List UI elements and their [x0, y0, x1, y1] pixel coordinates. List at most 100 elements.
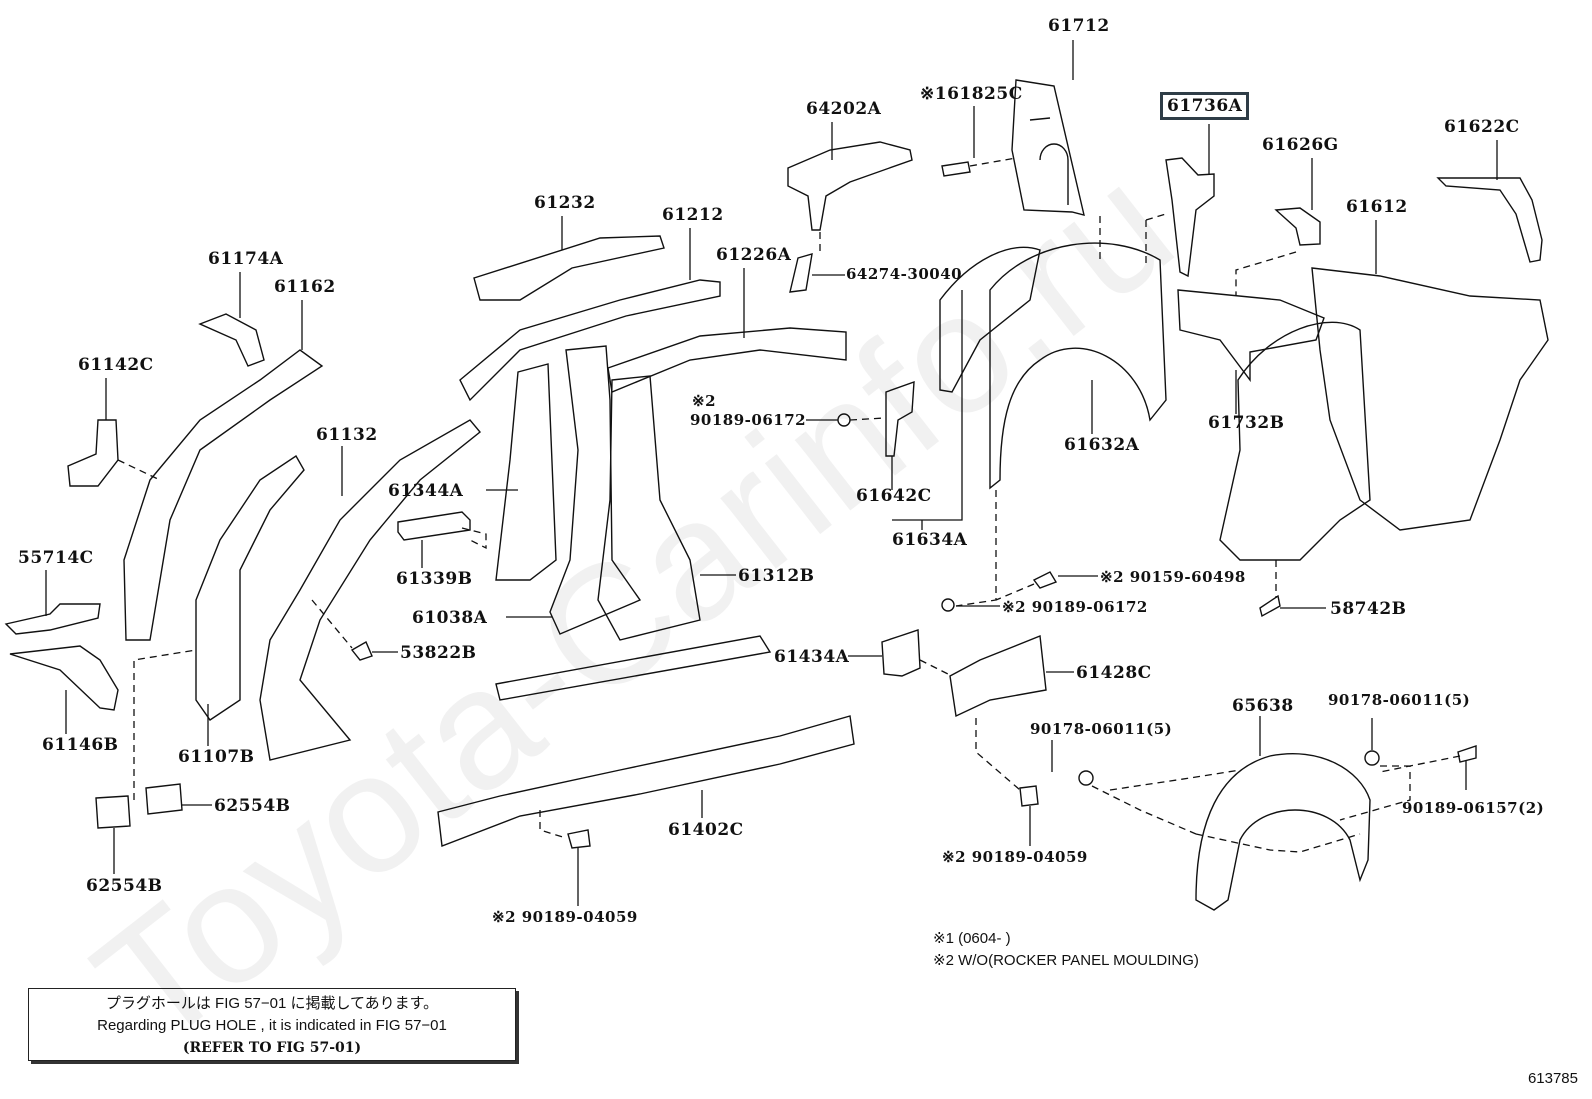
plug-hole-note-ref[interactable]: (REFER TO FIG 57-01)	[182, 1040, 362, 1056]
footnote-1: ※1 (0604- )	[933, 930, 1011, 947]
figure-number: 613785	[1527, 1070, 1578, 1087]
part-label-61107b[interactable]: 61107B	[178, 747, 255, 767]
part-65638-shape	[1195, 753, 1371, 911]
part-61226a-shape	[607, 327, 847, 393]
nut-90178-06011-b-shape	[1364, 750, 1380, 766]
part-label-64202a[interactable]: 64202A	[806, 99, 882, 119]
plug-hole-note: プラグホールは FIG 57−01 に掲載してあります。 Regarding P…	[28, 988, 516, 1061]
part-label-61632a[interactable]: 61632A	[1064, 435, 1140, 455]
part-label-53822b[interactable]: 53822B	[400, 643, 477, 663]
part-64274-shape	[789, 253, 813, 293]
part-61162-shape	[123, 349, 324, 641]
part-label-61612[interactable]: 61612	[1346, 197, 1408, 217]
dash-62554b	[133, 649, 197, 800]
part-label-65638[interactable]: 65638	[1232, 696, 1294, 716]
part-label-90189-06172-upper[interactable]: 90189-06172	[690, 411, 807, 429]
part-61632a-shape	[989, 242, 1167, 490]
part-55714c-shape	[4, 603, 101, 635]
part-label-61428c[interactable]: 61428C	[1076, 663, 1152, 683]
part-61825c-shape	[941, 161, 971, 177]
part-label-61402c[interactable]: 61402C	[668, 820, 744, 840]
part-label-61174a[interactable]: 61174A	[208, 249, 284, 269]
plug-hole-note-jp: プラグホールは FIG 57−01 に掲載してあります。	[105, 995, 439, 1012]
part-61312b-shape	[597, 375, 701, 641]
clip-90189-04059-b-shape	[1019, 785, 1039, 807]
part-label-58742b[interactable]: 58742B	[1330, 599, 1407, 619]
part-label-62554b-bottom[interactable]: 62554B	[86, 876, 163, 896]
part-label-61626g[interactable]: 61626G	[1262, 135, 1339, 155]
part-label-90189-06172-lower[interactable]: ※2 90189-06172	[1002, 598, 1148, 616]
part-61312b-sill-shape	[495, 635, 772, 701]
part-61712-shape	[1011, 79, 1085, 216]
part-label-90178-06011-left[interactable]: 90178-06011(5)	[1030, 720, 1173, 738]
dash-61736a	[1145, 213, 1167, 268]
part-label-55714c[interactable]: 55714C	[18, 548, 94, 568]
part-label-61434a[interactable]: 61434A	[774, 647, 850, 667]
part-label-90189-04059-left[interactable]: ※2 90189-04059	[492, 908, 638, 926]
part-label-61226a[interactable]: 61226A	[716, 245, 792, 265]
part-61232-shape	[473, 235, 665, 301]
part-61038a-shape	[549, 345, 642, 635]
part-label-61132[interactable]: 61132	[316, 425, 378, 445]
part-61339b-shape	[397, 511, 471, 541]
part-label-61312b[interactable]: 61312B	[738, 566, 815, 586]
part-62554b-shape-1	[145, 783, 183, 815]
dash-61339b	[461, 527, 487, 550]
clip-90189-06157-shape	[1457, 745, 1477, 763]
part-61634a-shape	[939, 246, 1041, 393]
part-label-61622c[interactable]: 61622C	[1444, 117, 1520, 137]
part-label-61732b[interactable]: 61732B	[1208, 413, 1285, 433]
part-61212-shape	[459, 279, 721, 402]
dash-90189-04059-a	[539, 810, 567, 839]
footnotes: ※1 (0604- ) ※2 W/O(ROCKER PANEL MOULDING…	[933, 928, 1199, 972]
part-label-61642c[interactable]: 61642C	[856, 486, 932, 506]
dash-61626g	[1235, 251, 1297, 296]
part-label-90159-60498[interactable]: ※2 90159-60498	[1100, 568, 1246, 586]
plug-hole-note-en: Regarding PLUG HOLE , it is indicated in…	[97, 1017, 447, 1034]
dash-61142c	[117, 459, 161, 481]
dash-65638	[1091, 755, 1461, 853]
part-53822b-shape	[350, 641, 373, 661]
part-62554b-shape-2	[95, 795, 131, 829]
dash-61825c	[969, 157, 1017, 167]
part-61132-shape	[259, 419, 481, 761]
bolt-90159-60498-shape	[1032, 571, 1058, 589]
part-61626g-shape	[1274, 207, 1321, 246]
pad-58742b-shape	[1259, 594, 1281, 618]
part-61344a-shape	[495, 363, 557, 581]
part-label-61232[interactable]: 61232	[534, 193, 596, 213]
part-61142c-shape	[67, 419, 119, 487]
dash-90189-06172-a	[849, 417, 885, 421]
part-label-61344a[interactable]: 61344A	[388, 481, 464, 501]
part-61642c-shape	[885, 380, 915, 457]
part-label-61712[interactable]: 61712	[1048, 16, 1110, 36]
part-label-61825c[interactable]: ※161825C	[920, 84, 1023, 104]
part-label-61212[interactable]: 61212	[662, 205, 724, 225]
nut-90178-06011-a-shape	[1078, 770, 1094, 786]
part-61146b-shape	[9, 645, 119, 711]
part-label-61634a[interactable]: 61634A	[892, 530, 968, 550]
part-label-90178-06011-right[interactable]: 90178-06011(5)	[1328, 691, 1471, 709]
part-label-61038a[interactable]: 61038A	[412, 608, 488, 628]
part-label-61142c[interactable]: 61142C	[78, 355, 154, 375]
part-label-64274-30040[interactable]: 64274-30040	[846, 265, 963, 283]
part-label-61736a[interactable]: 61736A	[1160, 92, 1250, 120]
part-61174a-shape	[198, 313, 265, 367]
part-61428c-shape	[949, 635, 1047, 718]
part-61402c-shape	[437, 715, 855, 847]
part-label-61162[interactable]: 61162	[274, 277, 336, 297]
dash-61434a	[919, 659, 953, 677]
part-61612-lower-shape	[1219, 321, 1371, 561]
clip-90189-06172-b-shape	[941, 598, 955, 612]
part-label-90189-04059-right[interactable]: ※2 90189-04059	[942, 848, 1088, 866]
dash-90159-60498	[995, 583, 1035, 601]
part-label-61146b[interactable]: 61146B	[42, 735, 119, 755]
part-label-90189-06172-mark: ※2	[692, 392, 717, 410]
part-label-61339b[interactable]: 61339B	[396, 569, 473, 589]
part-label-90189-06157[interactable]: 90189-06157(2)	[1402, 799, 1545, 817]
footnote-2: ※2 W/O(ROCKER PANEL MOULDING)	[933, 952, 1199, 969]
part-61107b-shape	[195, 455, 305, 721]
part-label-62554b-right[interactable]: 62554B	[214, 796, 291, 816]
part-61736a-shape	[1165, 157, 1215, 278]
